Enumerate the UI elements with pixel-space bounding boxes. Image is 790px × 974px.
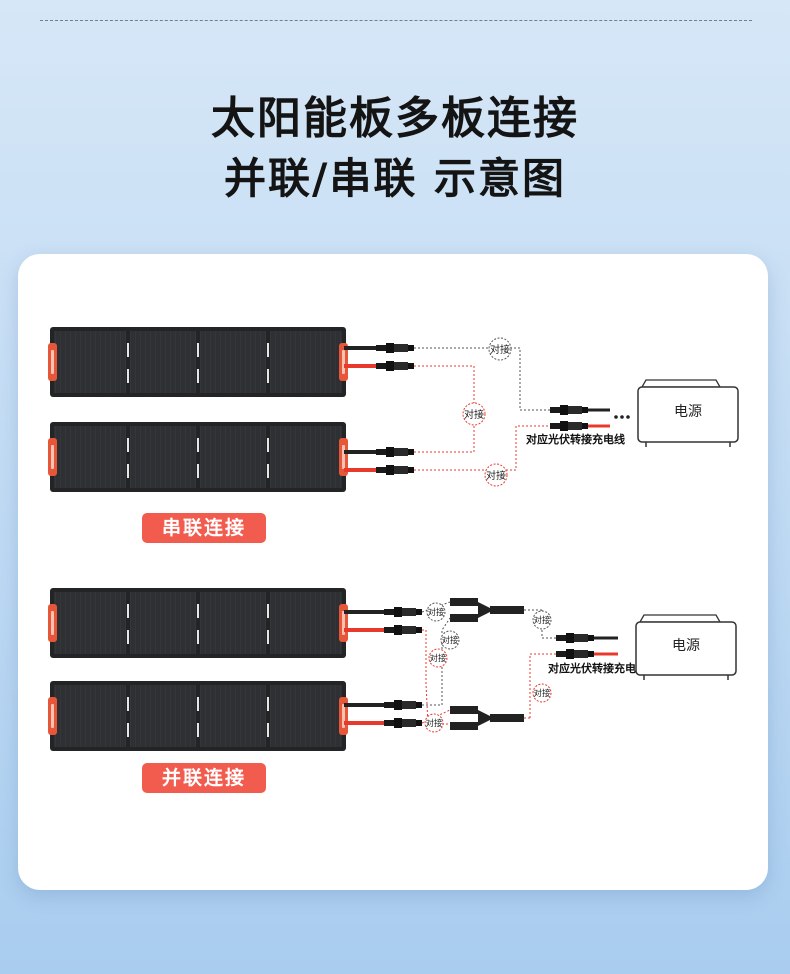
parallel-connection-label: 并联连接 bbox=[142, 763, 266, 793]
joint-label: 对接 bbox=[425, 718, 443, 729]
joint-label: 对接 bbox=[490, 343, 510, 356]
y-branch-connector bbox=[450, 598, 542, 622]
joint-badge bbox=[484, 463, 508, 487]
mc4-connector bbox=[384, 625, 422, 635]
parallel-section: 对接 对接 对接 对接 对接 对接 对应光伏转接充电线 电源 bbox=[48, 588, 737, 751]
solar-panel bbox=[48, 681, 348, 751]
mc4-connector bbox=[384, 607, 422, 617]
joint-badge bbox=[532, 610, 552, 630]
joint-label: 对接 bbox=[486, 469, 506, 482]
mc4-connector bbox=[376, 361, 414, 371]
cable-caption: 对应光伏转接充电线 bbox=[526, 432, 625, 446]
power-label: 电源 bbox=[672, 638, 700, 654]
joint-label: 对接 bbox=[464, 408, 484, 421]
page-title: 太阳能板多板连接 bbox=[211, 93, 579, 144]
joint-badge bbox=[488, 337, 512, 361]
power-station: 电源 bbox=[635, 614, 737, 680]
solar-panel bbox=[48, 327, 348, 397]
series-connection-label: 串联连接 bbox=[142, 513, 266, 543]
solar-panel bbox=[48, 422, 348, 492]
mc4-connector bbox=[384, 718, 422, 728]
joint-badge bbox=[532, 683, 552, 703]
joint-badge bbox=[462, 402, 486, 426]
joint-label: 对接 bbox=[427, 607, 445, 618]
joint-label: 对接 bbox=[441, 635, 459, 646]
power-station: 电源 bbox=[637, 379, 739, 447]
series-section: 对接 对接 对接 对应光伏转接充电线 电源 bbox=[48, 327, 739, 492]
mc4-connector bbox=[556, 633, 594, 643]
mc4-connector bbox=[376, 465, 414, 475]
mc4-connector bbox=[556, 649, 594, 659]
diagram-card: 对接 对接 对接 对应光伏转接充电线 电源 bbox=[18, 254, 768, 890]
mc4-connector bbox=[550, 421, 588, 431]
connection-diagram: 对接 对接 对接 对应光伏转接充电线 电源 bbox=[48, 327, 739, 751]
cable-caption: 对应光伏转接充电线 bbox=[548, 661, 647, 675]
mc4-connector bbox=[550, 405, 588, 415]
y-branch-connector bbox=[450, 706, 530, 730]
top-divider bbox=[40, 20, 752, 21]
joint-badge bbox=[428, 648, 448, 668]
joint-badge bbox=[440, 630, 460, 650]
solar-panel bbox=[48, 588, 348, 658]
mc4-connector bbox=[376, 343, 414, 353]
joint-badge bbox=[424, 713, 444, 733]
joint-label: 对接 bbox=[533, 615, 551, 626]
mc4-connector bbox=[376, 447, 414, 457]
page-subtitle: 并联/串联 示意图 bbox=[224, 154, 566, 203]
joint-label: 对接 bbox=[429, 653, 447, 664]
joint-label: 对接 bbox=[533, 688, 551, 699]
mc4-connector bbox=[384, 700, 422, 710]
power-label: 电源 bbox=[674, 404, 702, 420]
joint-badge bbox=[426, 602, 446, 622]
